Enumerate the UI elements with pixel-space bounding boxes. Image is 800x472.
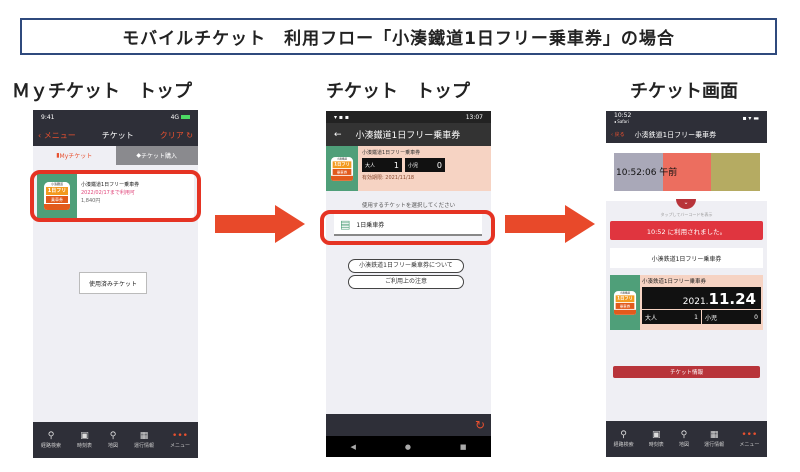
ticket-summary: 小湊鐵道1日フリー乗車券 小湊鐵道1日フリー乗車券 大人1 小児0 有効期限: … xyxy=(326,146,491,191)
live-clock-time: 10:52:06 午前 xyxy=(616,168,678,178)
nav-home-icon[interactable]: ● xyxy=(404,442,411,451)
status-bar: ▾ ▪ ▪ 13:07 xyxy=(326,111,491,123)
android-nav-bar: ◀ ● ■ xyxy=(326,436,491,457)
tab-menu[interactable]: •••メニュー xyxy=(169,430,190,449)
chevron-down-icon[interactable]: ⌄ xyxy=(676,199,696,209)
live-clock-banner xyxy=(614,153,761,191)
used-tickets-button[interactable]: 使用済みチケット xyxy=(79,272,147,294)
bus-ticket-icon: 小湊鐵道1日フリー乗車券 xyxy=(610,275,640,330)
nav-title: チケット xyxy=(101,130,134,140)
ticket-price: 1,840円 xyxy=(81,198,101,204)
screen-my-ticket: 9:41 4G ‹ メニュー チケット クリア ↻ ▮ Myチケット ◆ チケッ… xyxy=(33,110,198,458)
used-banner: 10:52 に利用されました。 xyxy=(610,221,763,240)
person-icon: ▮ xyxy=(56,152,60,159)
nav-bar: ‹ 戻る 小湊鉄道1日フリー乗車券 xyxy=(606,126,767,143)
highlight-ticket-option xyxy=(320,210,495,245)
flow-arrow-2 xyxy=(505,205,597,243)
ticket-validity: 2022/02/17まで利用可 xyxy=(81,190,135,196)
ticket-name: 小湊鐵道1日フリー乗車券 xyxy=(362,150,421,156)
status-icons: ▾ ▪ ▪ xyxy=(334,113,349,121)
service-info-icon: ▦ xyxy=(709,429,719,440)
status-time: 9:41 xyxy=(41,113,55,121)
screen-ticket-top: ▾ ▪ ▪ 13:07 ← 小湊鐵道1日フリー乗車券 小湊鐵道1日フリー乗車券 … xyxy=(326,111,491,457)
ticket-name-plate: 小湊鉄道1日フリー乗車券 xyxy=(610,248,763,268)
barcode-hint: タップしてバーコードを表示 xyxy=(660,212,713,217)
tab-row: ▮ Myチケット ◆ チケット購入 xyxy=(33,146,198,165)
ticket-date: 2021.11.24 xyxy=(642,287,761,309)
tab-buy-ticket[interactable]: ◆ チケット購入 xyxy=(115,146,198,165)
more-dots-icon: ••• xyxy=(741,429,758,440)
nav-bar: ‹ メニュー チケット クリア ↻ xyxy=(33,124,198,146)
bottom-bar: ↻ xyxy=(326,414,491,436)
usage-notes-button[interactable]: ご利用上の注意 xyxy=(348,275,464,289)
bus-ticket-icon: 小湊鐵道1日フリー乗車券 xyxy=(326,146,358,191)
tab-route-search[interactable]: ⚲経路検索 xyxy=(613,429,634,448)
tab-service-info[interactable]: ▦運行情報 xyxy=(133,430,154,449)
tab-route-search[interactable]: ⚲経路検索 xyxy=(40,430,61,449)
ticket-expiry: 有効期限: 2021/11/18 xyxy=(362,175,415,181)
status-icons: ▪ ▾ ▬ xyxy=(742,115,759,122)
status-time: 13:07 xyxy=(465,113,483,121)
timetable-icon: ▣ xyxy=(80,430,89,441)
tab-service-info[interactable]: ▦運行情報 xyxy=(704,429,725,448)
nav-title: 小湊鉄道1日フリー乗車券 xyxy=(634,130,717,139)
bus-ticket-icon: 小湊鐵道1日フリー乗車券 xyxy=(37,173,77,219)
more-dots-icon: ••• xyxy=(172,430,188,441)
status-signal: 4G xyxy=(171,114,190,121)
ticket-card[interactable]: 小湊鐵道1日フリー乗車券 小湊鐵道1日フリー乗車券 2022/02/17まで利用… xyxy=(37,173,194,219)
screen-ticket-view: 10:52◂ Safari ▪ ▾ ▬ ‹ 戻る 小湊鉄道1日フリー乗車券 10… xyxy=(606,111,767,457)
tab-timetable[interactable]: ▣時刻表 xyxy=(76,430,92,449)
page-title: モバイルチケット 利用フロー「小湊鐵道1日フリー乗車券」の場合 xyxy=(20,18,777,55)
back-arrow-icon[interactable]: ← xyxy=(334,129,342,140)
service-info-icon: ▦ xyxy=(139,430,149,441)
bottom-tab-bar: ⚲経路検索 ▣時刻表 ⚲地図 ▦運行情報 •••メニュー xyxy=(606,421,767,457)
ticket-name: 小湊鐵道1日フリー乗車券 xyxy=(81,182,140,188)
clear-button[interactable]: クリア xyxy=(159,130,184,140)
tab-menu[interactable]: •••メニュー xyxy=(739,429,760,448)
ticket-option-1day[interactable]: ▤ 1日乗車券 xyxy=(334,214,482,236)
bottom-tab-bar: ⚲経路検索 ▣時刻表 ⚲地図 ▦運行情報 •••メニュー xyxy=(33,422,198,458)
back-button[interactable]: ‹ 戻る xyxy=(611,132,625,138)
section-label-ticket-screen: チケット画面 xyxy=(630,81,738,102)
highlight-ticket-card xyxy=(30,170,201,222)
refresh-icon[interactable]: ↻ xyxy=(186,130,193,140)
map-pin-icon: ⚲ xyxy=(109,430,117,441)
ticket-detail: 小湊鐵道1日フリー乗車券 小湊鉄道1日フリー乗車券 2021.11.24 大人1… xyxy=(610,275,763,330)
section-label-my-ticket: Ｍｙチケット トップ xyxy=(12,81,192,102)
refresh-icon[interactable]: ↻ xyxy=(474,418,485,432)
search-icon: ⚲ xyxy=(47,430,55,441)
tag-icon: ◆ xyxy=(136,152,142,159)
about-ticket-button[interactable]: 小湊鉄道1日フリー乗車券について xyxy=(348,259,464,273)
ticket-info-button[interactable]: チケット情報 xyxy=(613,366,760,378)
header-bar: ← 小湊鐵道1日フリー乗車券 xyxy=(326,123,491,146)
back-button[interactable]: ‹ メニュー xyxy=(38,130,76,140)
nav-recents-icon[interactable]: ■ xyxy=(459,442,467,451)
tab-map[interactable]: ⚲地図 xyxy=(107,430,118,449)
flow-arrow-1 xyxy=(215,205,307,243)
status-bar: 9:41 4G xyxy=(33,110,198,124)
nav-back-icon[interactable]: ◀ xyxy=(350,442,356,451)
header-title: 小湊鐵道1日フリー乗車券 xyxy=(355,131,461,141)
tab-timetable[interactable]: ▣時刻表 xyxy=(648,429,664,448)
select-prompt: 使用するチケットを選択してください xyxy=(361,203,456,209)
map-pin-icon: ⚲ xyxy=(680,429,688,440)
section-label-ticket-top: チケット トップ xyxy=(326,81,470,102)
ticket-name: 小湊鉄道1日フリー乗車券 xyxy=(642,279,707,285)
tab-my-ticket[interactable]: ▮ Myチケット xyxy=(33,146,116,165)
status-bar: 10:52◂ Safari ▪ ▾ ▬ xyxy=(606,111,767,126)
timetable-icon: ▣ xyxy=(652,429,661,440)
search-icon: ⚲ xyxy=(620,429,627,440)
tab-map[interactable]: ⚲地図 xyxy=(678,429,689,448)
train-icon: ▤ xyxy=(340,217,351,231)
